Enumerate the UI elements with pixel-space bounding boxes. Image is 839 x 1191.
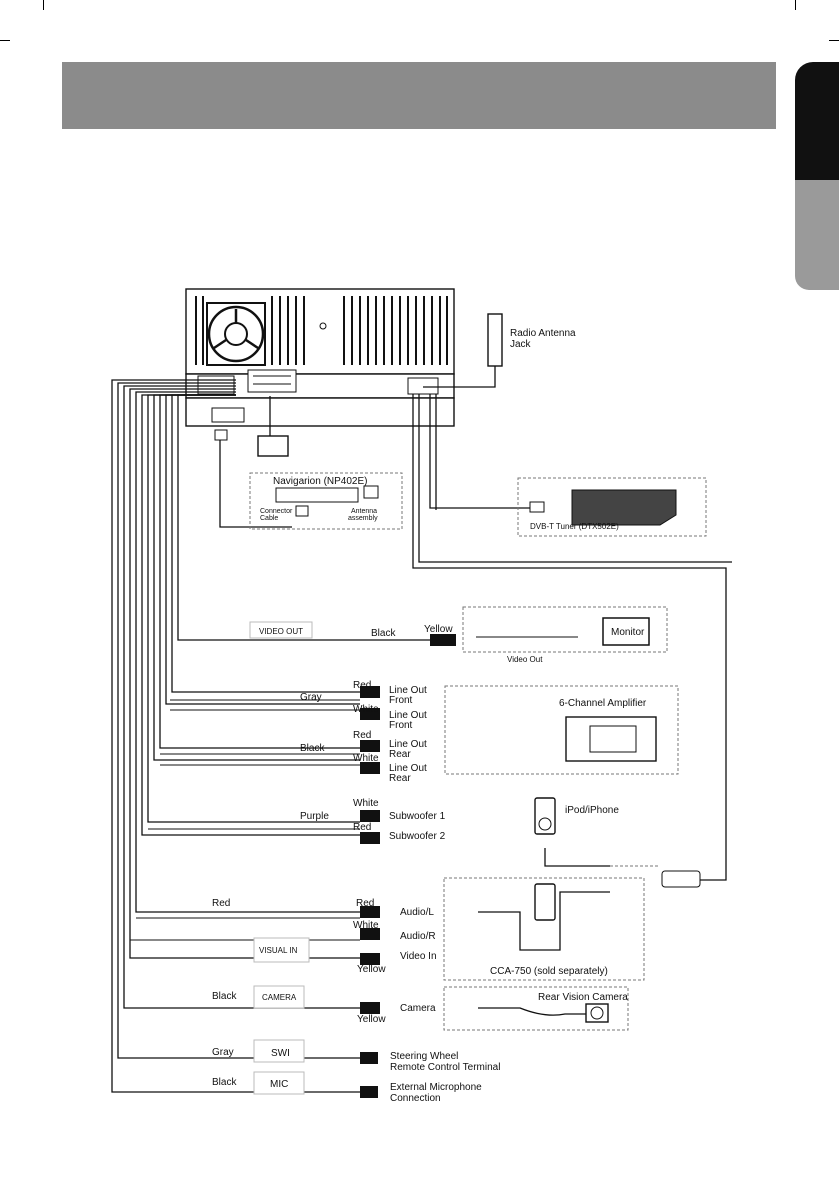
crop-mark-top-right [795, 0, 796, 10]
usb-adapter [661, 870, 701, 888]
line-out-front-1b: Front [389, 695, 413, 706]
monitor-label: Monitor [611, 627, 645, 638]
crop-mark-top [43, 0, 44, 10]
nav-plug [214, 429, 228, 441]
visual-in-box-label: VISUAL IN [259, 946, 298, 955]
wire-label-boxes [249, 621, 313, 1095]
steering-label-2: Remote Control Terminal [390, 1062, 500, 1073]
radio-antenna-jack [487, 313, 503, 367]
video-in-yellow: Yellow [357, 964, 386, 975]
language-tab-active [795, 62, 839, 180]
navigation-unit [275, 487, 359, 503]
radio-antenna-label-2: Jack [510, 339, 532, 350]
video-in-label: Video In [400, 951, 437, 962]
head-unit [185, 288, 455, 427]
line-rear-black: Black [300, 743, 325, 754]
rear-camera-label: Rear Vision Camera [538, 992, 628, 1003]
line-out-rear-1b: Rear [389, 749, 411, 760]
dvbt-plug [529, 501, 545, 513]
mic-box-label: MIC [270, 1079, 288, 1090]
rear-camera-lens [590, 1006, 604, 1020]
camera-label: Camera [400, 1003, 436, 1014]
crop-mark-left [0, 40, 10, 41]
video-out-box-label: VIDEO OUT [259, 627, 303, 636]
camera-cable [478, 1007, 586, 1016]
subwoofer-1-label: Subwoofer 1 [389, 811, 446, 822]
line-out-front-1a: Line Out [389, 685, 427, 696]
cca-ipod [534, 883, 556, 921]
camera-wire: Black [212, 991, 237, 1002]
sub-white: White [353, 798, 379, 809]
cca-cable [478, 891, 610, 951]
line-out-rear-1a: Line Out [389, 739, 427, 750]
line-front-red: Red [353, 680, 371, 691]
mic-label-1: External Microphone [390, 1082, 482, 1093]
mic-label-2: Connection [390, 1093, 441, 1104]
line-rear-white: White [353, 753, 379, 764]
camera-yellow: Yellow [357, 1014, 386, 1025]
language-tab-inactive [795, 180, 839, 290]
connector-cable-label-2: Cable [260, 515, 278, 522]
ipod-cable [544, 848, 610, 867]
antenna-assembly-label-1: Antenna [351, 508, 377, 515]
line-front-gray: Gray [300, 692, 322, 703]
nav-connector [295, 505, 309, 517]
monitor-box [602, 617, 650, 646]
line-front-white: White [353, 704, 379, 715]
main-harness-plug [257, 435, 289, 457]
line-out-front-2a: Line Out [389, 710, 427, 721]
swi-box-label: SWI [271, 1048, 290, 1059]
antenna-assembly-label-2: assembly [348, 515, 378, 522]
radio-antenna-label-1: Radio Antenna [510, 328, 576, 339]
steering-label-1: Steering Wheel [390, 1051, 458, 1062]
wiring-harness [111, 365, 732, 1093]
audio-l-label: Audio/L [400, 907, 434, 918]
line-out-front-2b: Front [389, 720, 413, 731]
amplifier-label: 6-Channel Amplifier [559, 698, 647, 709]
audio-wire-red: Red [212, 898, 230, 909]
video-out-wire-label: Black [371, 628, 396, 639]
wire-doubles [130, 699, 360, 941]
video-out-caption: Video Out [507, 655, 543, 664]
section-header-bar [62, 62, 776, 129]
line-rear-red: Red [353, 730, 371, 741]
swi-wire: Gray [212, 1047, 234, 1058]
dvbt-tuner-box [571, 489, 677, 526]
audio-l-red: Red [356, 898, 374, 909]
audio-r-white: White [353, 920, 379, 931]
camera-box-label: CAMERA [262, 993, 297, 1002]
mic-wire: Black [212, 1077, 237, 1088]
audio-r-label: Audio/R [400, 931, 436, 942]
cca-label: CCA-750 (sold separately) [490, 966, 608, 977]
crop-mark-right [829, 40, 839, 41]
connector-cable-label-1: Connector [260, 508, 293, 515]
subwoofer-2-label: Subwoofer 2 [389, 831, 446, 842]
navigation-title: Navigarion (NP402E) [273, 476, 368, 487]
amplifier-panel [589, 725, 637, 753]
nav-antenna [363, 485, 379, 499]
rca-connectors [360, 634, 456, 1098]
line-out-rear-2a: Line Out [389, 763, 427, 774]
video-out-plug-label: Yellow [424, 624, 453, 635]
ipod-wheel [538, 817, 552, 831]
sub-purple: Purple [300, 811, 329, 822]
dvbt-tuner-label: DVB-T Tuner (DTX502E) [530, 522, 619, 531]
option-boxes [249, 472, 707, 1031]
sub-red: Red [353, 822, 371, 833]
line-out-rear-2b: Rear [389, 773, 411, 784]
ipod-label: iPod/iPhone [565, 805, 619, 816]
